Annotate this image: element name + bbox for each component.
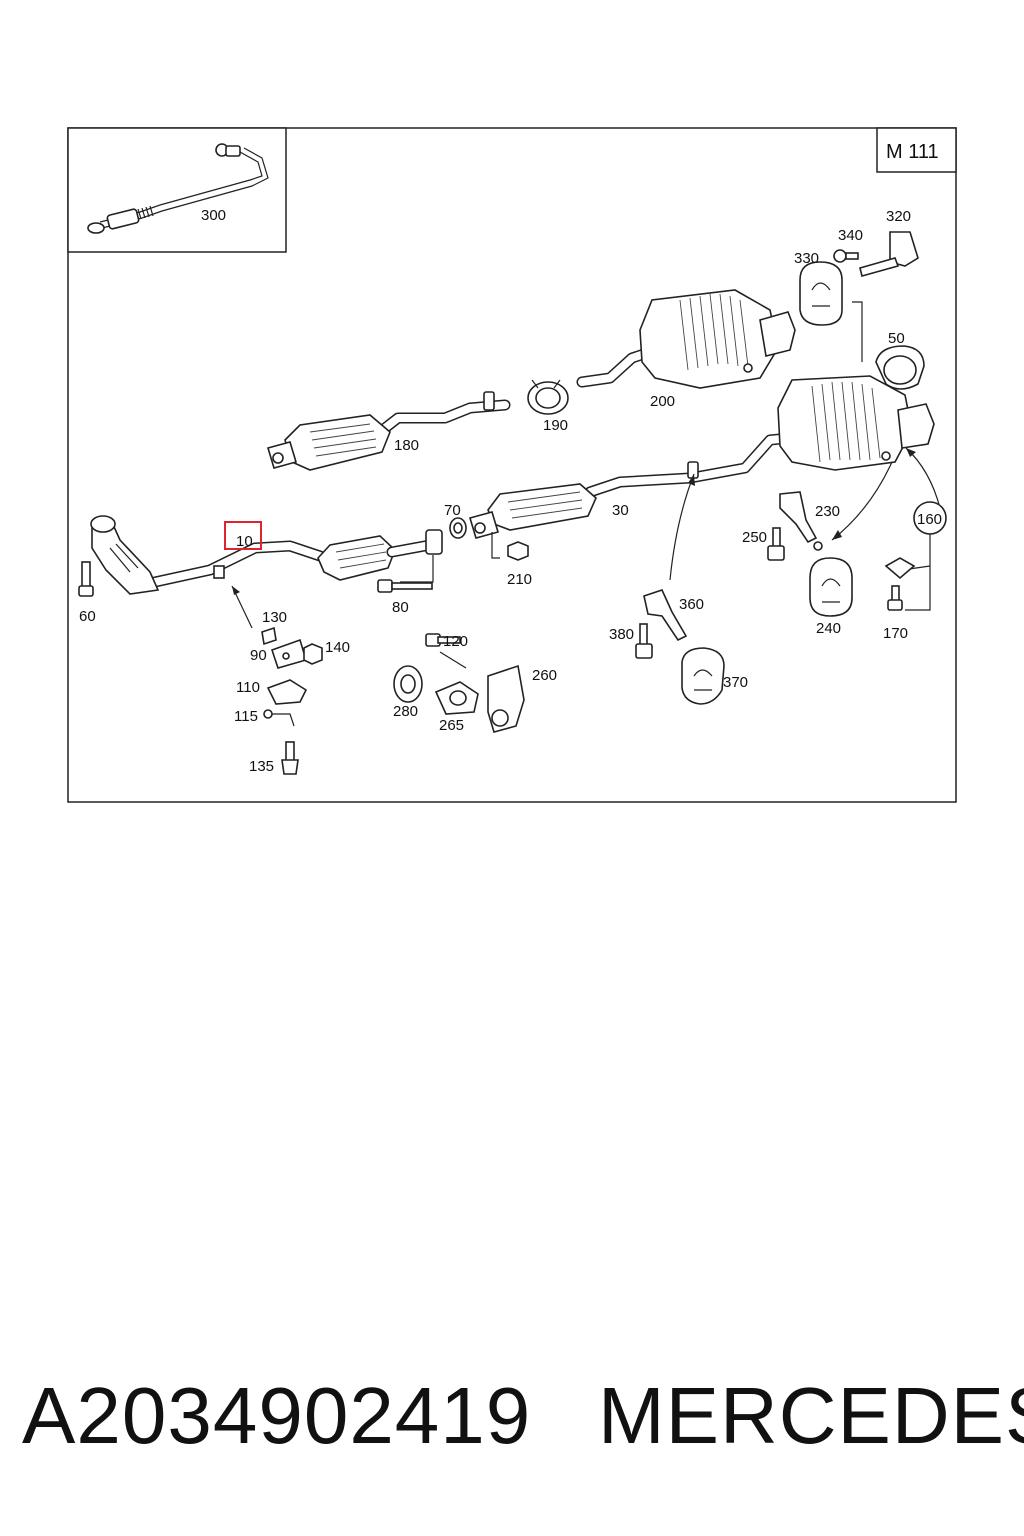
gasket-70[interactable]: [449, 517, 467, 539]
label-115[interactable]: 115: [234, 708, 258, 725]
hanger-rubber-upper[interactable]: [799, 261, 863, 362]
inset-frame: [67, 127, 287, 253]
bracket-260[interactable]: [487, 664, 525, 733]
bolt-250[interactable]: [767, 527, 785, 561]
label-340[interactable]: 340: [838, 227, 863, 244]
label-250[interactable]: 250: [742, 529, 767, 546]
label-70[interactable]: 70: [444, 502, 461, 519]
pipe-clamp-part[interactable]: [527, 379, 569, 415]
nut-140[interactable]: [303, 643, 323, 665]
label-370[interactable]: 370: [723, 674, 748, 691]
nut-210[interactable]: [491, 532, 529, 561]
rear-muffler-lower[interactable]: [777, 375, 935, 471]
label-160[interactable]: 160: [917, 511, 942, 528]
bolt-60[interactable]: [78, 561, 94, 597]
bracket-320[interactable]: [859, 231, 919, 277]
label-380[interactable]: 380: [609, 626, 634, 643]
label-240[interactable]: 240: [816, 620, 841, 637]
rear-muffler-upper[interactable]: [576, 289, 796, 389]
label-140[interactable]: 140: [325, 639, 350, 656]
clamp-110[interactable]: [266, 679, 308, 705]
label-80[interactable]: 80: [392, 599, 409, 616]
brand-name: MERCEDES: [598, 1371, 1024, 1460]
label-120[interactable]: 120: [443, 633, 468, 650]
label-50[interactable]: 50: [888, 330, 905, 347]
label-110[interactable]: 110: [236, 679, 260, 696]
clip-115[interactable]: [263, 709, 295, 727]
bolt-80[interactable]: [377, 555, 434, 593]
bolt-340[interactable]: [833, 249, 859, 263]
bolt-380[interactable]: [635, 623, 653, 659]
label-135[interactable]: 135: [249, 758, 274, 775]
clip-130[interactable]: [261, 626, 277, 646]
label-180[interactable]: 180: [394, 437, 419, 454]
label-90[interactable]: 90: [250, 647, 267, 664]
pointer-arrows: [231, 447, 941, 629]
label-190[interactable]: 190: [543, 417, 568, 434]
front-catalyst-upper[interactable]: [266, 391, 511, 471]
rubber-mount-280[interactable]: [393, 665, 423, 703]
engine-badge-box: [876, 127, 957, 173]
center-pipe-catalyst-30[interactable]: [468, 432, 796, 539]
bushing-265[interactable]: [434, 681, 479, 715]
clip-160-group[interactable]: [884, 501, 947, 611]
exhaust-system-diagram: M 111: [67, 127, 957, 803]
label-200[interactable]: 200: [650, 393, 675, 410]
bolt-120[interactable]: [425, 633, 467, 669]
label-330[interactable]: 330: [794, 250, 819, 267]
footer: A2034902419 MERCEDES: [0, 1370, 1024, 1480]
bolt-135[interactable]: [281, 741, 299, 775]
label-300[interactable]: 300: [201, 207, 226, 224]
hanger-rubber-370[interactable]: [681, 647, 725, 705]
label-230[interactable]: 230: [815, 503, 840, 520]
hanger-rubber-240[interactable]: [809, 557, 853, 617]
engine-badge: M 111: [886, 141, 939, 163]
label-10[interactable]: 10: [236, 533, 253, 550]
part-number: A2034902419: [22, 1371, 532, 1460]
label-30[interactable]: 30: [612, 502, 629, 519]
label-360[interactable]: 360: [679, 596, 704, 613]
label-130[interactable]: 130: [262, 609, 287, 626]
bracket-230[interactable]: [779, 491, 823, 551]
exhaust-tip-50[interactable]: [875, 345, 925, 390]
front-catalyst-lower[interactable]: [317, 529, 443, 581]
oxygen-sensor-part[interactable]: [87, 143, 269, 234]
label-260[interactable]: 260: [532, 667, 557, 684]
highlight-box-part-10: [224, 521, 262, 550]
bracket-360[interactable]: [643, 589, 688, 642]
label-210[interactable]: 210: [507, 571, 532, 588]
label-320[interactable]: 320: [886, 208, 911, 225]
label-170[interactable]: 170: [883, 625, 908, 642]
label-280[interactable]: 280: [393, 703, 418, 720]
label-60[interactable]: 60: [79, 608, 96, 625]
label-265[interactable]: 265: [439, 717, 464, 734]
